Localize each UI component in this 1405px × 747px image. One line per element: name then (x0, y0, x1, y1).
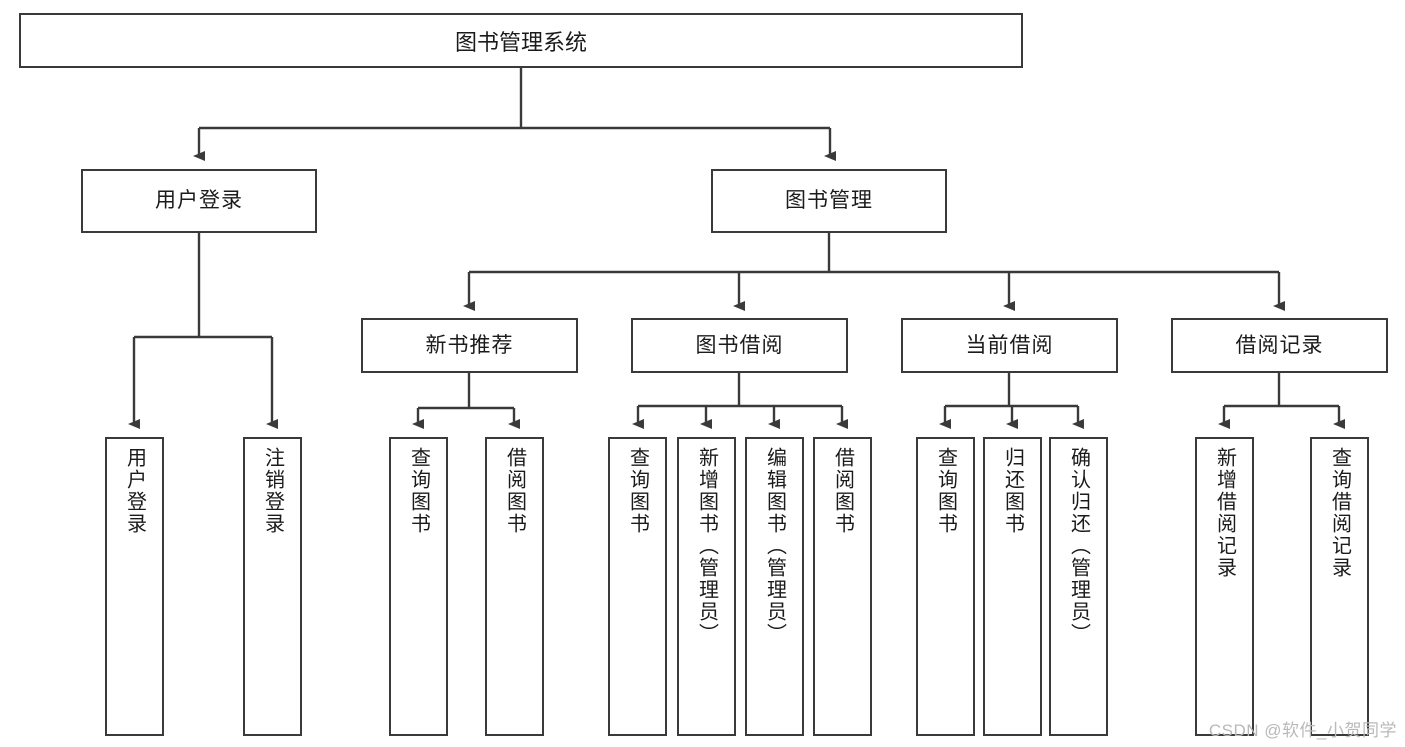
node-leaf-query-book-1[interactable]: 查询图书 (389, 437, 448, 736)
node-leaf-query-record[interactable]: 查询借阅记录 (1310, 437, 1369, 736)
node-book-management[interactable]: 图书管理 (711, 169, 947, 233)
node-leaf-query-book-2[interactable]: 查询图书 (608, 437, 667, 736)
node-label: 新增图书（管理员） (695, 447, 718, 645)
node-label: 用户登录 (123, 447, 146, 535)
node-label: 借阅记录 (1235, 333, 1324, 357)
node-current-borrow[interactable]: 当前借阅 (901, 318, 1118, 373)
node-label: 编辑图书（管理员） (763, 447, 786, 645)
node-label: 图书管理 (785, 189, 873, 213)
node-label: 新书推荐 (425, 333, 514, 357)
node-new-book-recommend[interactable]: 新书推荐 (361, 318, 578, 373)
node-user-login[interactable]: 用户登录 (81, 169, 317, 233)
node-label: 图书管理系统 (454, 29, 587, 55)
node-leaf-add-book[interactable]: 新增图书（管理员） (677, 437, 736, 736)
node-leaf-return-book[interactable]: 归还图书 (983, 437, 1042, 736)
node-label: 新增借阅记录 (1213, 447, 1236, 579)
node-leaf-query-book-3[interactable]: 查询图书 (916, 437, 975, 736)
node-leaf-confirm-return[interactable]: 确认归还（管理员） (1049, 437, 1108, 736)
node-label: 图书借阅 (695, 333, 784, 357)
csdn-watermark: CSDN @软件_小贺同学 (1208, 721, 1397, 740)
node-root-book-management-system[interactable]: 图书管理系统 (19, 13, 1023, 68)
node-leaf-edit-book[interactable]: 编辑图书（管理员） (745, 437, 804, 736)
node-label: 用户登录 (155, 189, 243, 213)
node-label: 查询图书 (407, 447, 430, 535)
node-leaf-logout-login[interactable]: 注销登录 (243, 437, 302, 736)
node-label: 借阅图书 (831, 447, 854, 535)
node-label: 借阅图书 (503, 447, 526, 535)
node-label: 归还图书 (1001, 447, 1024, 535)
node-leaf-add-record[interactable]: 新增借阅记录 (1195, 437, 1254, 736)
node-leaf-user-login[interactable]: 用户登录 (105, 437, 164, 736)
node-label: 当前借阅 (965, 333, 1054, 357)
node-book-borrow[interactable]: 图书借阅 (631, 318, 848, 373)
node-label: 查询借阅记录 (1328, 447, 1351, 579)
node-label: 注销登录 (261, 447, 284, 535)
node-borrow-record[interactable]: 借阅记录 (1171, 318, 1388, 373)
node-label: 确认归还（管理员） (1067, 447, 1090, 645)
node-label: 查询图书 (626, 447, 649, 535)
node-leaf-borrow-book-2[interactable]: 借阅图书 (813, 437, 872, 736)
node-leaf-borrow-book-1[interactable]: 借阅图书 (485, 437, 544, 736)
node-label: 查询图书 (934, 447, 957, 535)
